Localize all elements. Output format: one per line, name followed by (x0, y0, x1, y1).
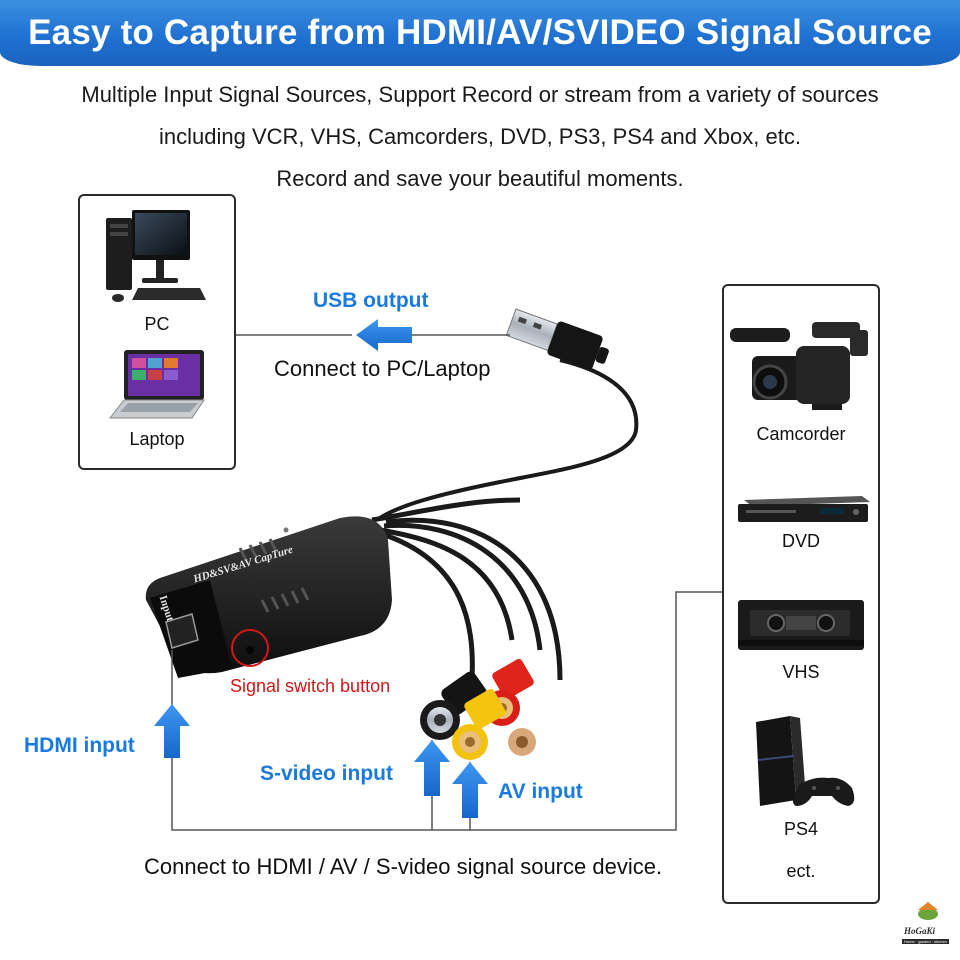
vhs-label: VHS (782, 662, 820, 682)
intro-line-1: Multiple Input Signal Sources, Support R… (81, 82, 879, 107)
etc-label: ect. (786, 861, 816, 881)
svideo-connector (420, 671, 487, 740)
usb-output-arrow (236, 319, 510, 351)
laptop-label: Laptop (129, 429, 185, 449)
usb-output-label: USB output (313, 289, 429, 312)
footer-caption: Connect to HDMI / AV / S-video signal so… (144, 854, 663, 879)
ps4-label: PS4 (783, 819, 819, 839)
logo-tagline: Home · garden · kitchen (902, 939, 949, 944)
usb-caption: Connect to PC/Laptop (274, 356, 491, 381)
capture-device (145, 497, 563, 701)
title-banner: Easy to Capture from HDMI/AV/SVIDEO Sign… (0, 0, 960, 66)
av-input-label: AV input (498, 780, 583, 803)
hdmi-input-label: HDMI input (24, 734, 135, 757)
laptop-icon (108, 350, 205, 419)
signal-switch-label: Signal switch button (230, 676, 391, 696)
intro-line-3: Record and save your beautiful moments. (276, 166, 684, 191)
hdmi-input-arrow (154, 704, 190, 758)
rca-yellow-connector (452, 688, 506, 760)
dvd-label: DVD (781, 531, 820, 551)
hogaki-logo-icon (918, 902, 938, 920)
dvd-player-icon (738, 496, 870, 522)
camcorder-label: Camcorder (756, 424, 846, 444)
pc-label: PC (144, 314, 170, 334)
usb-plug-icon (378, 308, 639, 520)
logo-text: HoGaKi (904, 926, 936, 936)
intro-line-2: including VCR, VHS, Camcorders, DVD, PS3… (159, 124, 801, 149)
rca-white-connector (508, 728, 536, 756)
svideo-input-arrow (414, 740, 450, 796)
svideo-input-label: S-video input (260, 762, 393, 785)
ps4-console-icon (756, 716, 855, 806)
pc-icon (106, 210, 206, 302)
camcorder-icon (730, 322, 868, 410)
page-title: Easy to Capture from HDMI/AV/SVIDEO Sign… (28, 13, 932, 52)
vhs-tape-icon (738, 600, 864, 650)
av-input-arrow (452, 762, 488, 818)
